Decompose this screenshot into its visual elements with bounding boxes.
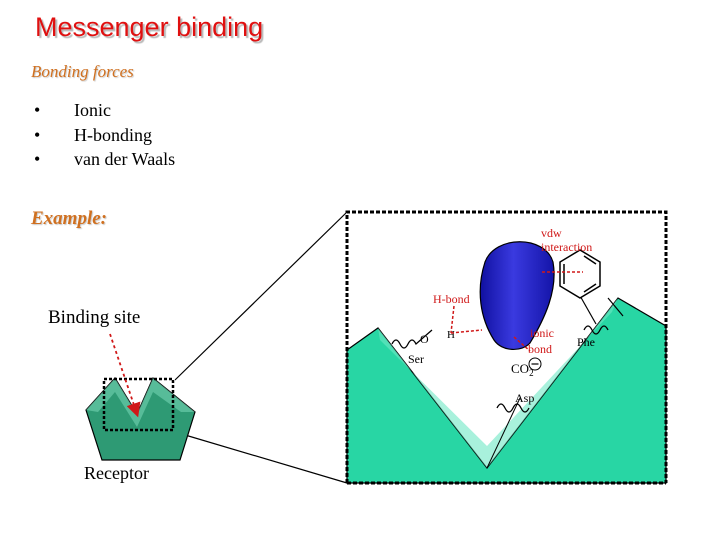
small-receptor bbox=[85, 377, 196, 461]
zoom-connector-line bbox=[174, 431, 348, 484]
example-heading: Example: bbox=[31, 208, 107, 229]
co2-label: CO bbox=[511, 361, 529, 376]
hydrogen-label: H bbox=[447, 329, 455, 341]
ionic-bond-label: ionic bbox=[530, 326, 554, 340]
receptor-label: Receptor bbox=[84, 463, 149, 483]
phe-label: Phe bbox=[577, 335, 595, 349]
co2-subscript: 2 bbox=[529, 368, 534, 378]
list-item-label: van der Waals bbox=[74, 149, 176, 169]
zoom-frame bbox=[345, 210, 668, 483]
ser-side-chain bbox=[391, 329, 433, 349]
bonding-forces-list: • Ionic • H-bonding • van der Waals bbox=[34, 98, 175, 172]
carboxylate-label: CO2 bbox=[511, 361, 534, 378]
list-item: • van der Waals bbox=[34, 147, 175, 172]
bullet-icon: • bbox=[34, 124, 41, 145]
bullet-icon: • bbox=[34, 100, 41, 120]
list-item: • H-bonding bbox=[34, 123, 175, 148]
page-title: Messenger binding bbox=[35, 12, 264, 42]
vdw-label-line2: interaction bbox=[541, 240, 592, 254]
asp-wavy-bond bbox=[496, 403, 530, 413]
asp-label: Asp bbox=[515, 391, 534, 405]
asp-side-chain bbox=[486, 397, 521, 469]
ser-label: Ser bbox=[408, 352, 424, 366]
hbond-label: H-bond bbox=[433, 292, 470, 306]
section-heading-bonding-forces: Bonding forces bbox=[31, 62, 134, 81]
hbond-pointer bbox=[450, 305, 455, 334]
phe-wavy-bond bbox=[583, 325, 609, 335]
ionic-bond-pointer bbox=[513, 336, 531, 352]
phenyl-ring-icon bbox=[559, 249, 601, 299]
negative-charge-icon bbox=[528, 357, 542, 371]
bullet-icon: • bbox=[34, 149, 41, 169]
list-item-label: Ionic bbox=[74, 100, 111, 120]
oxygen-label: O bbox=[420, 332, 429, 346]
binding-site-pointer bbox=[109, 333, 141, 418]
zoomed-binding-site: Ser O H Asp CO2 Phe bbox=[345, 210, 668, 485]
list-item-label: H-bonding bbox=[74, 124, 152, 145]
vdw-label: vdw bbox=[541, 226, 562, 240]
list-item: • Ionic bbox=[34, 98, 175, 123]
messenger-molecule bbox=[479, 241, 555, 350]
ionic-bond-label-line2: bond bbox=[528, 342, 552, 356]
binding-site-label: Binding site bbox=[48, 307, 141, 328]
zoom-connector-line bbox=[174, 211, 348, 381]
hbond-dotted-line bbox=[450, 329, 483, 334]
